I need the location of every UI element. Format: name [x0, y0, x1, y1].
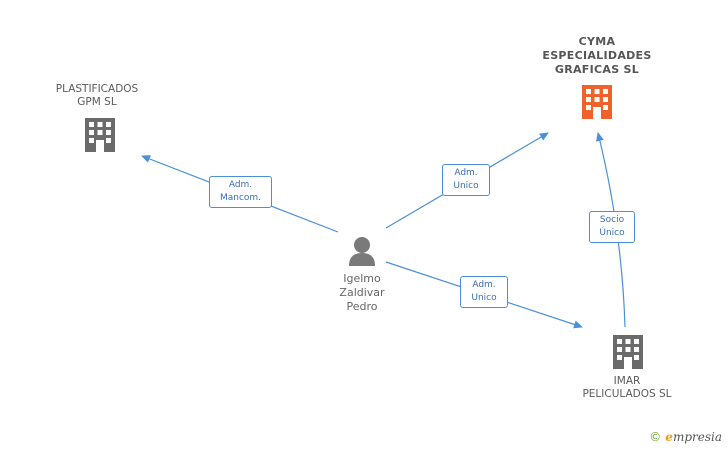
- edge-label-adm-unico-imar[interactable]: Adm. Unico: [460, 276, 508, 308]
- edge-label-socio-unico[interactable]: Socio Único: [589, 211, 635, 243]
- brand-logo[interactable]: ©empresia: [649, 430, 722, 444]
- edge-label-adm-mancom[interactable]: Adm. Mancom.: [209, 176, 272, 208]
- node-label-person[interactable]: Igelmo Zaldivar Pedro: [339, 272, 385, 313]
- node-label-cyma[interactable]: CYMA ESPECIALIDADES GRAFICAS SL: [542, 35, 652, 76]
- building-icon-cyma: [582, 85, 612, 119]
- building-icon-plastificados: [85, 118, 115, 152]
- person-icon: [349, 237, 375, 266]
- copyright-icon: ©: [649, 430, 662, 444]
- node-label-imar[interactable]: IMAR PELICULADOS SL: [582, 375, 672, 400]
- edge-label-adm-unico-cyma[interactable]: Adm. Unico: [442, 164, 490, 196]
- building-icon-imar: [613, 335, 643, 369]
- node-label-plastificados[interactable]: PLASTIFICADOS GPM SL: [55, 83, 139, 108]
